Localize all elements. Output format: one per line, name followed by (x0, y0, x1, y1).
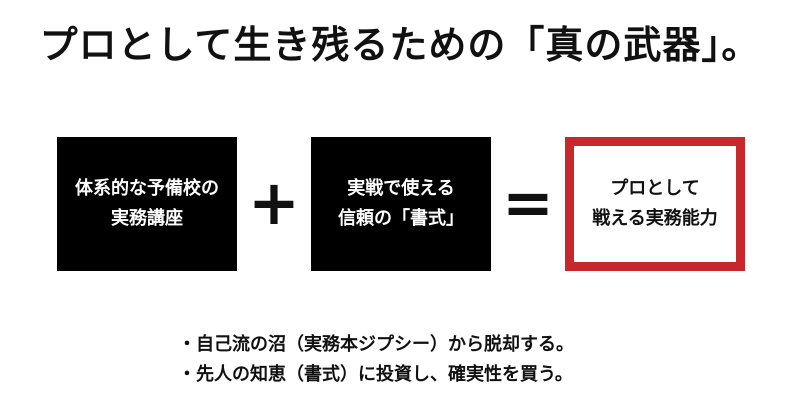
prep-school-course-text: 体系的な予備校の 実務講座 (75, 174, 219, 234)
box-line: 信頼の「書式」 (338, 208, 464, 229)
box-line: 体系的な予備校の (75, 178, 219, 199)
document-templates-text: 実戦で使える 信頼の「書式」 (338, 174, 464, 234)
page-title: プロとして生き残るための「真の武器」。 (39, 23, 761, 67)
box-line: 実戦で使える (347, 178, 455, 199)
prep-school-course-box: 体系的な予備校の 実務講座 (57, 137, 237, 271)
plus-sign: + (248, 166, 300, 239)
equals-sign: = (502, 166, 554, 239)
bullet-item: ・自己流の沼（実務本ジプシー）から脱却する。 (178, 334, 574, 355)
box-line: 戦える実務能力 (592, 208, 718, 229)
box-line: プロとして (610, 178, 700, 199)
practical-skills-result-text: プロとして 戦える実務能力 (592, 174, 717, 234)
practical-skills-result-box: プロとして 戦える実務能力 (565, 137, 745, 271)
document-templates-box: 実戦で使える 信頼の「書式」 (311, 137, 491, 271)
bullet-item: ・先人の知恵（書式）に投資し、確実性を買う。 (178, 364, 573, 385)
bullet-list: ・自己流の沼（実務本ジプシー）から脱却する。 ・先人の知恵（書式）に投資し、確実… (178, 330, 574, 390)
box-line: 実務講座 (111, 208, 183, 229)
